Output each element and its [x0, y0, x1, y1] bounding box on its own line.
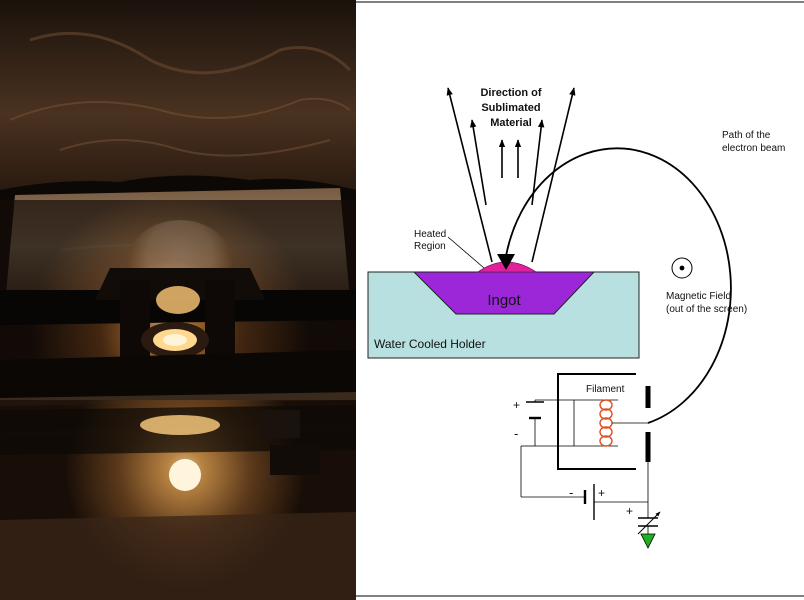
filament-housing — [557, 373, 636, 470]
heated-region-label-line-1: Heated — [414, 229, 446, 240]
beam-label-line-2: electron beam — [722, 143, 785, 154]
adjustable-arrow-icon — [637, 511, 661, 535]
battery-left-plus: + — [513, 398, 520, 412]
heated-region-pointer — [447, 236, 485, 269]
magnetic-label-line-2: (out of the screen) — [666, 304, 747, 315]
holder-label: Water Cooled Holder — [374, 337, 486, 351]
chamber-photo-illustration — [0, 0, 356, 600]
evaporator-diagram: Direction of Sublimated Material Heated … — [356, 0, 804, 600]
sublimation-arrow-outer-left — [446, 87, 493, 263]
heated-region-label-line-2: Region — [414, 241, 446, 252]
ground-icon — [640, 533, 656, 549]
beam-label-line-1: Path of the — [722, 130, 771, 141]
battery-bottom-minus: - — [569, 485, 573, 500]
battery-left-minus: - — [514, 426, 518, 441]
electron-beam-path — [505, 147, 732, 424]
magnetic-label-line-1: Magnetic Field — [666, 291, 731, 302]
filament-label: Filament — [586, 384, 625, 395]
sublimation-arrow-outer-right — [531, 87, 576, 263]
evaporator-schematic: Direction of Sublimated Material Heated … — [356, 1, 804, 597]
filament-coil-icon — [599, 399, 613, 447]
adjustable-plus: + — [626, 504, 633, 518]
direction-label-line-2: Sublimated — [481, 102, 540, 114]
chamber-photo — [0, 0, 356, 600]
direction-label-line-1: Direction of — [480, 87, 541, 99]
sublimation-arrow-inner-left — [470, 119, 487, 206]
direction-label-line-3: Material — [490, 117, 532, 129]
magnetic-field-dot-icon — [679, 265, 685, 271]
ingot-label: Ingot — [487, 292, 521, 309]
battery-bottom-plus: + — [598, 486, 605, 500]
sublimation-arrow-inner-right — [531, 119, 545, 206]
beam-arrowhead — [497, 254, 515, 270]
